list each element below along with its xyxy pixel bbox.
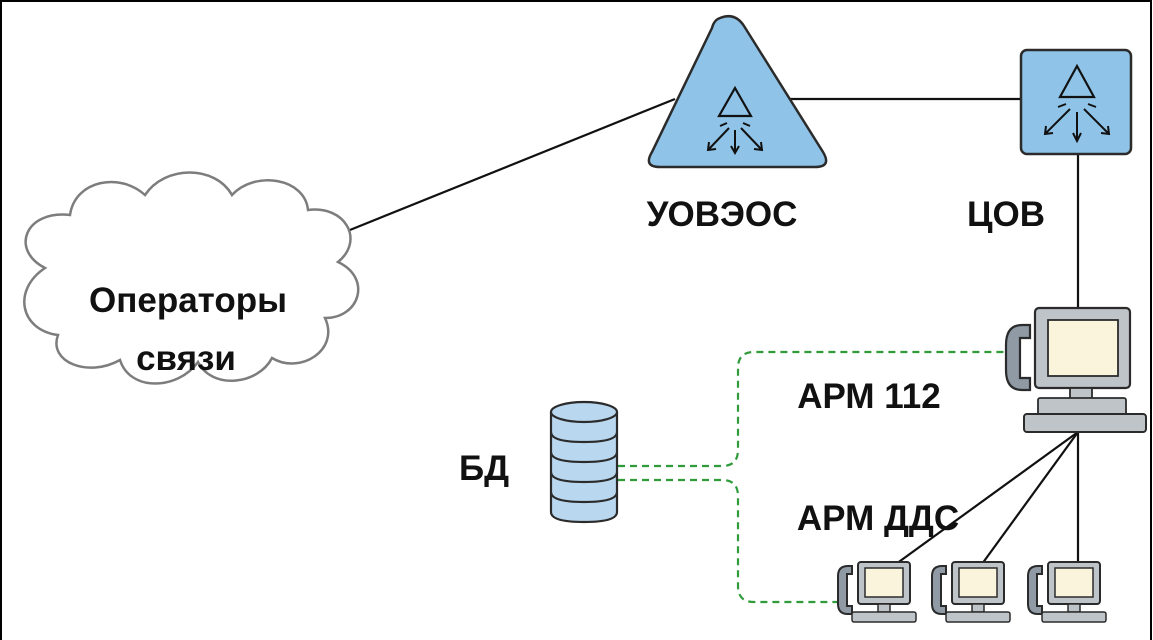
arm112-label: АРМ 112 — [797, 377, 941, 416]
triangle-network-icon — [647, 15, 828, 169]
data-link-db-arm-dds — [618, 478, 840, 604]
db-node[interactable]: БД — [459, 400, 619, 524]
uoveos-label: УОВЭОС — [647, 195, 798, 234]
tsov-node[interactable]: ЦОВ — [967, 48, 1133, 234]
arm112-node[interactable]: АРМ 112 — [797, 306, 1147, 433]
link-arm112-dds2 — [981, 431, 1079, 565]
tsov-label: ЦОВ — [967, 195, 1045, 234]
data-links — [618, 350, 1010, 604]
square-network-icon — [1019, 48, 1133, 156]
cloud-icon — [23, 171, 360, 385]
uoveos-node[interactable]: УОВЭОС — [647, 15, 828, 234]
workstation-icon — [931, 561, 1011, 623]
workstation-icon — [1027, 561, 1107, 623]
arm-dds-label: АРМ ДДС — [797, 499, 959, 538]
workstation-icon — [1004, 306, 1147, 433]
operators-node[interactable]: Операторы связи — [23, 171, 360, 385]
link-arm112-dds1 — [895, 431, 1079, 565]
operators-label-line2: связи — [136, 339, 236, 378]
data-link-db-arm112 — [618, 350, 1010, 468]
arm-dds-node[interactable]: АРМ ДДС — [797, 499, 1107, 623]
database-icon — [549, 400, 619, 524]
link-operators-uoveos — [339, 97, 676, 236]
links — [339, 97, 1080, 565]
workstation-icon — [837, 561, 917, 623]
operators-label-line1: Операторы — [89, 281, 287, 320]
db-label: БД — [459, 449, 509, 488]
